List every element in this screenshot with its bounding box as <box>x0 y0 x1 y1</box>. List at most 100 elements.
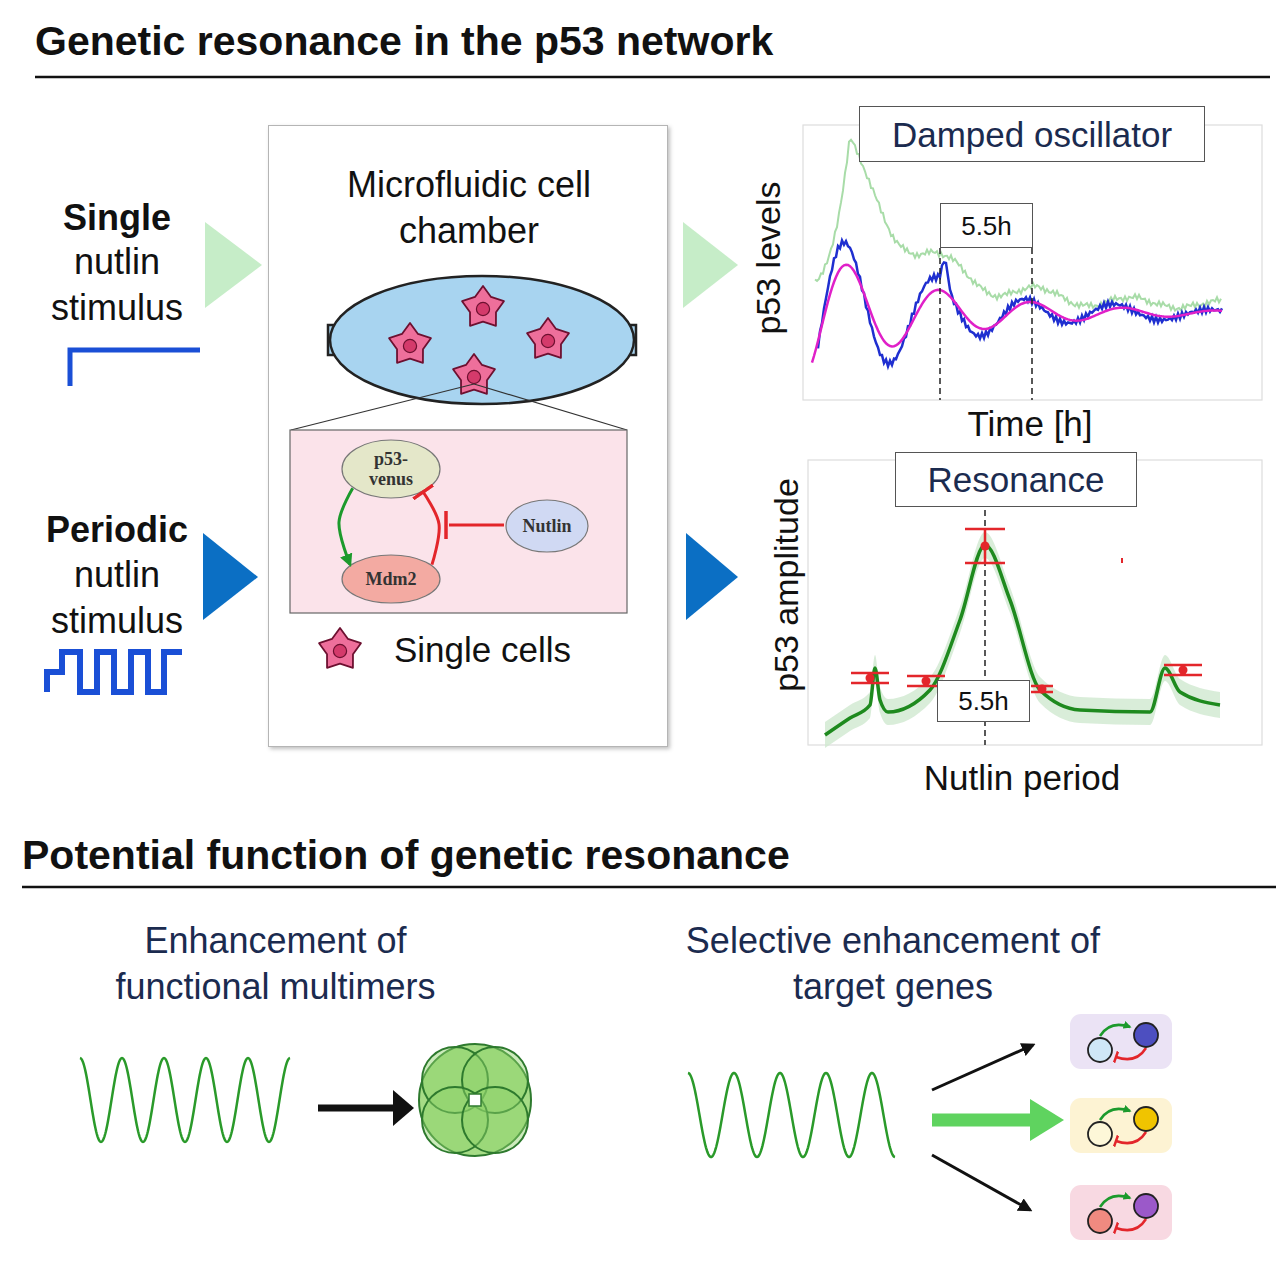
cell-nucleus <box>403 339 416 352</box>
inhibition-arc <box>1116 1219 1146 1230</box>
gene-module-box <box>1070 1014 1172 1069</box>
molecule-node: Mdm2 <box>341 554 441 604</box>
legend-text: Single cells <box>394 627 571 673</box>
cell-symbol <box>319 628 361 668</box>
molecule-node: Nutlin <box>505 499 589 553</box>
function-label: Selective enhancement of target genes <box>668 918 1118 1010</box>
function-label: Enhancement of functional multimers <box>103 918 448 1010</box>
cell-nucleus <box>467 370 480 383</box>
inhibition-line <box>449 524 504 527</box>
molecule-name: p53- venus <box>356 449 426 489</box>
multimer-symbol <box>419 1044 531 1156</box>
gene-module-box <box>1070 1185 1172 1240</box>
oscillation-wave <box>688 1073 895 1157</box>
cell-symbol <box>389 323 431 363</box>
stimulus-label: nutlin stimulus <box>35 552 200 644</box>
inhibition-bar <box>444 511 448 539</box>
activation-arc <box>1100 1025 1130 1036</box>
flow-triangle <box>205 222 262 308</box>
molecule-name: Mdm2 <box>346 569 436 589</box>
box-label: Resonance <box>927 459 1104 500</box>
chart-frame <box>803 125 1262 400</box>
cell-nucleus <box>476 302 489 315</box>
data-point <box>981 542 990 551</box>
flow-triangle <box>683 222 738 308</box>
gene-symbol <box>1134 1023 1158 1047</box>
network-inset <box>290 430 627 613</box>
gene-symbol <box>1134 1194 1158 1218</box>
molecule-node: p53- venus <box>341 439 441 499</box>
fit-line <box>812 265 1222 363</box>
data-point <box>1038 685 1047 694</box>
section-rule <box>22 886 1276 889</box>
arrow-head <box>393 1090 414 1126</box>
gene-symbol <box>1088 1122 1112 1146</box>
gene-module-box <box>1070 1098 1172 1153</box>
period-marker <box>939 248 941 400</box>
cell-symbol <box>527 318 569 358</box>
data-point <box>922 677 931 686</box>
title: Genetic resonance in the p53 network <box>35 16 773 66</box>
effect-arrow <box>318 1105 396 1112</box>
data-tick <box>1121 558 1123 563</box>
ellipse-shape <box>506 500 588 552</box>
zoom-line <box>474 384 627 430</box>
selection-arrow <box>932 1114 1032 1127</box>
error-bar <box>851 673 889 683</box>
axis-label: p53 amplitude <box>763 478 809 692</box>
oscillation-wave <box>80 1058 290 1142</box>
error-bar <box>1164 665 1202 675</box>
cell-nucleus <box>541 334 554 347</box>
monomer-symbol <box>462 1087 528 1153</box>
selection-arrow <box>932 1045 1033 1090</box>
square-wave-symbol <box>47 652 182 692</box>
zoom-line <box>291 384 474 430</box>
gene-symbol <box>1088 1038 1112 1062</box>
label-box: 5.5h <box>937 680 1030 722</box>
molecule-name: Nutlin <box>507 516 587 536</box>
section-rule <box>35 76 1270 79</box>
ellipse-shape <box>342 555 440 603</box>
error-bar <box>965 529 1005 563</box>
box-label: 5.5h <box>961 210 1012 242</box>
box-label: 5.5h <box>958 685 1009 717</box>
flow-triangle <box>203 533 258 620</box>
data-point <box>1179 666 1188 675</box>
box-label: Damped oscillator <box>892 114 1172 155</box>
section-heading: Potential function of genetic resonance <box>22 832 1222 878</box>
label-box: Resonance <box>895 452 1137 507</box>
axis-label: Nutlin period <box>872 755 1172 801</box>
stimulus-label: nutlin stimulus <box>35 239 200 331</box>
ellipse-shape <box>342 440 440 498</box>
axis-label: p53 levels <box>745 181 791 334</box>
inhibition-arc <box>1116 1132 1146 1143</box>
axis-label: Time [h] <box>930 401 1130 447</box>
chamber-body <box>330 276 634 404</box>
stimulus-label: Single <box>17 195 217 241</box>
cell-symbol <box>462 286 504 326</box>
cell-nucleus <box>333 644 346 657</box>
flow-triangle <box>686 533 738 620</box>
gene-symbol <box>1134 1107 1158 1131</box>
activation-arc <box>1100 1196 1130 1207</box>
step-stimulus-symbol <box>70 350 200 386</box>
chamber-panel: Microfluidic cell chamber p53- venusMdm2 N… <box>268 125 668 747</box>
label-box: Damped oscillator <box>859 106 1205 162</box>
panel-heading: Microfluidic cell chamber <box>299 162 639 254</box>
label-box: 5.5h <box>940 203 1033 248</box>
response-curve <box>825 545 1220 735</box>
gene-symbol <box>1088 1209 1112 1233</box>
inhibition-connector <box>423 492 439 565</box>
period-marker <box>1031 248 1033 400</box>
selection-arrow <box>932 1155 1030 1210</box>
stimulus-label: Periodic <box>17 507 217 553</box>
arrow-head <box>1030 1099 1064 1141</box>
activation-arc <box>1100 1109 1130 1120</box>
trace-line <box>815 140 1221 311</box>
inhibition-arc <box>1116 1048 1146 1059</box>
activation-connector <box>339 488 353 564</box>
data-point <box>866 674 875 683</box>
